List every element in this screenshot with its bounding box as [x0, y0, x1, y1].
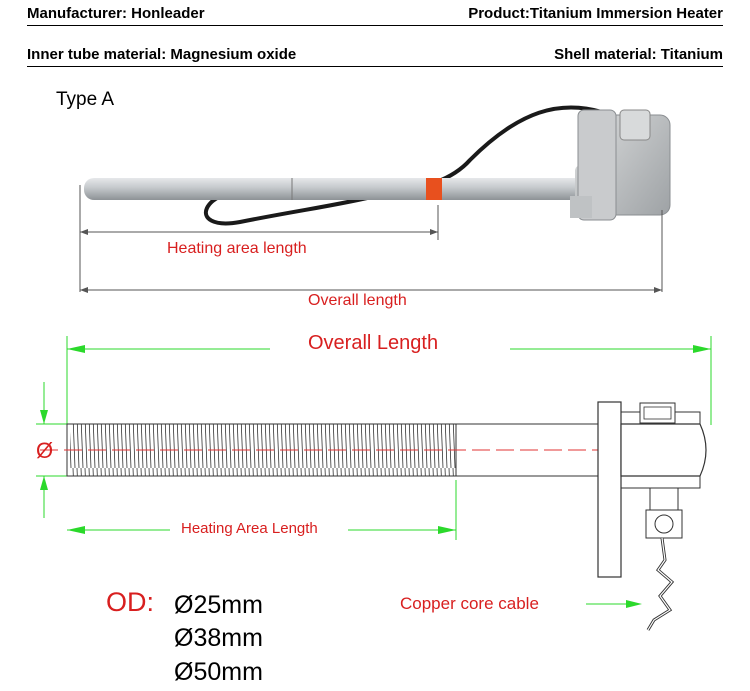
od-size-38: Ø38mm: [174, 624, 263, 652]
od-label: OD:: [106, 587, 155, 617]
header-rule-1: [27, 25, 723, 26]
drawing-heating-area-label: Heating Area Length: [181, 520, 318, 537]
header-rule-2: [27, 66, 723, 67]
inner-tube-text: Inner tube material: Magnesium oxide: [27, 46, 297, 63]
od-size-50: Ø50mm: [174, 658, 263, 686]
drawing-flange: [597, 401, 622, 578]
diameter-symbol: Ø: [36, 438, 54, 463]
photo-red-band: [426, 178, 442, 200]
od-size-25: Ø25mm: [174, 591, 263, 619]
drawing-overall-length-label: Overall Length: [308, 332, 439, 354]
copper-cable-label: Copper core cable: [400, 594, 539, 613]
shell-material-text: Shell material: Titanium: [554, 46, 723, 63]
photo-heating-area-label: Heating area length: [167, 240, 307, 257]
drawing-cable-gland: [649, 487, 679, 511]
manufacturer-text: Manufacturer: Honleader: [27, 5, 205, 22]
photo-overall-length-label: Overall length: [308, 292, 407, 309]
product-text: Product:Titanium Immersion Heater: [468, 5, 723, 22]
photo-tube: [84, 178, 604, 200]
type-label: Type A: [56, 89, 115, 110]
